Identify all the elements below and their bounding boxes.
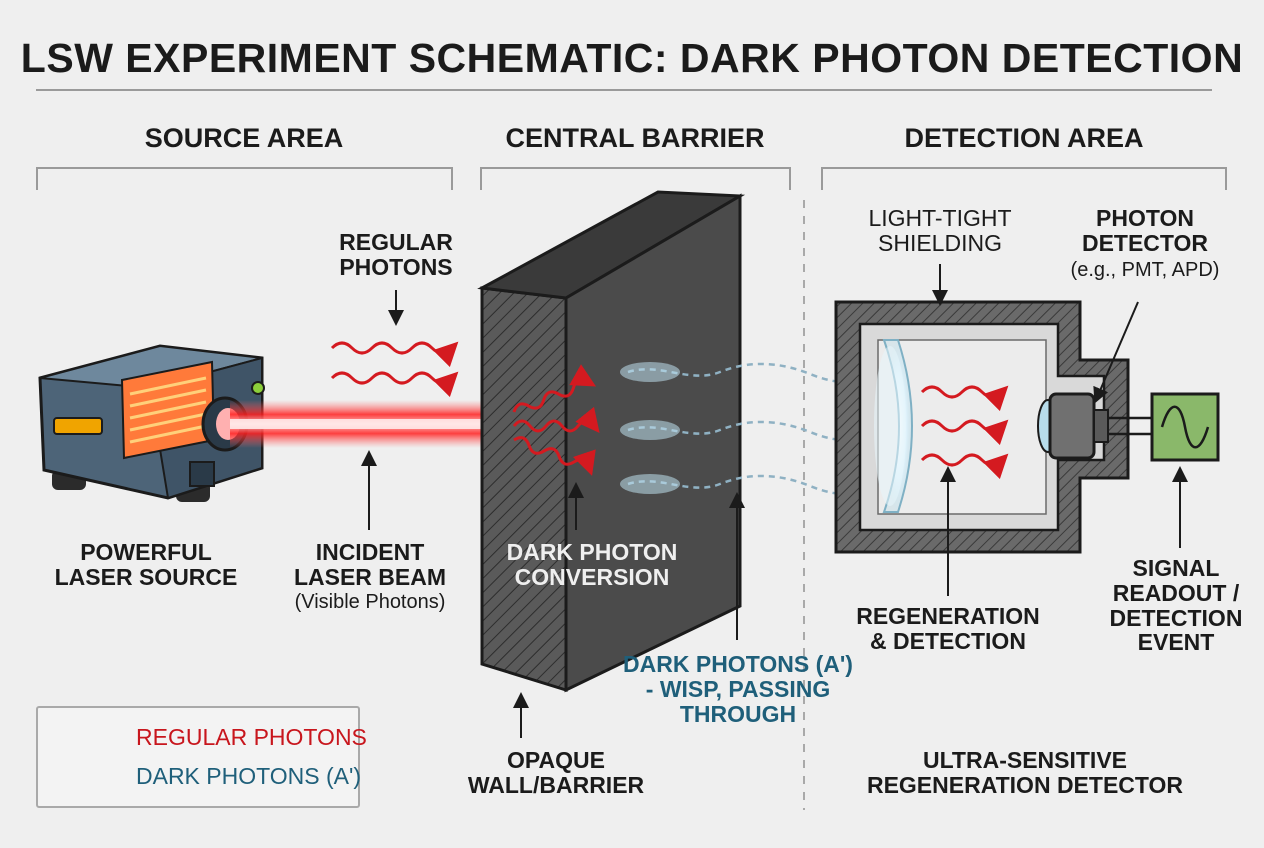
regular-photon-waves	[330, 341, 459, 398]
label-laser-source: POWERFUL LASER SOURCE	[54, 539, 238, 590]
legend-regular-label: REGULAR PHOTONS	[136, 724, 367, 750]
signal-readout-icon	[1150, 392, 1220, 462]
label-regeneration-detection: REGENERATION & DETECTION	[856, 603, 1040, 654]
source-area-bracket	[36, 167, 453, 190]
label-opaque-wall: OPAQUE WALL/BARRIER	[467, 747, 645, 798]
conversion-waves	[512, 364, 600, 476]
label-dark-photons-passing: DARK PHOTONS (A') - WISP, PASSING THROUG…	[623, 651, 853, 727]
page-title: LSW EXPERIMENT SCHEMATIC: DARK PHOTON DE…	[20, 35, 1244, 81]
detector-cable	[1108, 416, 1152, 436]
section-detection-area: DETECTION AREA	[904, 123, 1144, 153]
detection-area-bracket	[821, 167, 1227, 190]
label-incident-laser-beam: INCIDENT LASER BEAM (Visible Photons)	[293, 539, 447, 613]
label-regular-photons: REGULAR PHOTONS	[339, 229, 453, 280]
photon-detector-icon	[1037, 392, 1109, 460]
label-signal-readout: SIGNAL READOUT / DETECTION EVENT	[1109, 555, 1243, 656]
label-dark-photon-conversion: DARK PHOTON CONVERSION	[506, 539, 678, 590]
central-barrier-bracket	[480, 167, 791, 190]
legend-box	[36, 706, 360, 808]
pointer-arrows	[361, 264, 1188, 738]
section-central-barrier: CENTRAL BARRIER	[505, 123, 765, 153]
section-source-area: SOURCE AREA	[144, 123, 344, 153]
label-light-tight-shielding: LIGHT-TIGHT SHIELDING	[868, 205, 1012, 256]
legend-dark-label: DARK PHOTONS (A')	[136, 763, 362, 789]
regenerated-photon-waves	[920, 385, 1009, 480]
label-ultra-sensitive-detector: ULTRA-SENSITIVE REGENERATION DETECTOR	[866, 747, 1184, 798]
label-photon-detector: PHOTON DETECTOR (e.g., PMT, APD)	[1070, 205, 1220, 281]
opaque-wall	[477, 190, 746, 693]
laser-source-icon	[38, 344, 265, 502]
